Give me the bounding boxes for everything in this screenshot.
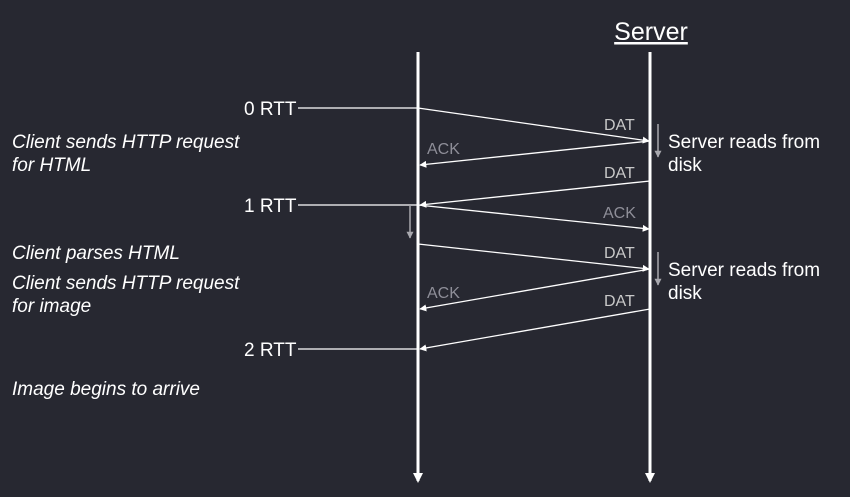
message-label-ack-2: ACK bbox=[603, 205, 636, 222]
server-note-read1-line2: disk bbox=[668, 155, 702, 176]
message-arrow-ack-2 bbox=[417, 204, 650, 232]
server-note-read2-line2: disk bbox=[668, 283, 702, 304]
message-label-dat-1: DAT bbox=[604, 117, 635, 134]
message-arrow-dat-1 bbox=[417, 107, 650, 144]
client-note-request-html-line2: for HTML bbox=[12, 155, 91, 176]
message-label-dat-3: DAT bbox=[604, 245, 635, 262]
message-arrow-dat-2 bbox=[419, 180, 651, 208]
client-note-parses: Client parses HTML bbox=[12, 243, 180, 264]
message-arrow-dat-4 bbox=[419, 308, 651, 352]
server-note-read2-line1: Server reads from bbox=[668, 260, 820, 281]
rtt-label-0: 0 RTT bbox=[244, 99, 297, 120]
client-note-request-html-line1: Client sends HTTP request bbox=[12, 132, 240, 153]
client-note-request-image-line1: Client sends HTTP request bbox=[12, 273, 240, 294]
message-arrow-dat-3 bbox=[417, 243, 650, 272]
rtt-label-2: 2 RTT bbox=[244, 340, 297, 361]
client-note-arrive: Image begins to arrive bbox=[12, 379, 200, 400]
message-label-ack-3: ACK bbox=[427, 285, 460, 302]
message-arrow-ack-1 bbox=[419, 140, 651, 168]
message-label-ack-1: ACK bbox=[427, 141, 460, 158]
message-label-dat-4: DAT bbox=[604, 293, 635, 310]
message-arrow-ack-3 bbox=[419, 268, 651, 312]
client-note-request-image-line2: for image bbox=[12, 296, 91, 317]
message-label-dat-2: DAT bbox=[604, 165, 635, 182]
rtt-label-1: 1 RTT bbox=[244, 196, 297, 217]
server-title: Server bbox=[614, 18, 688, 46]
server-note-read1-line1: Server reads from bbox=[668, 132, 820, 153]
